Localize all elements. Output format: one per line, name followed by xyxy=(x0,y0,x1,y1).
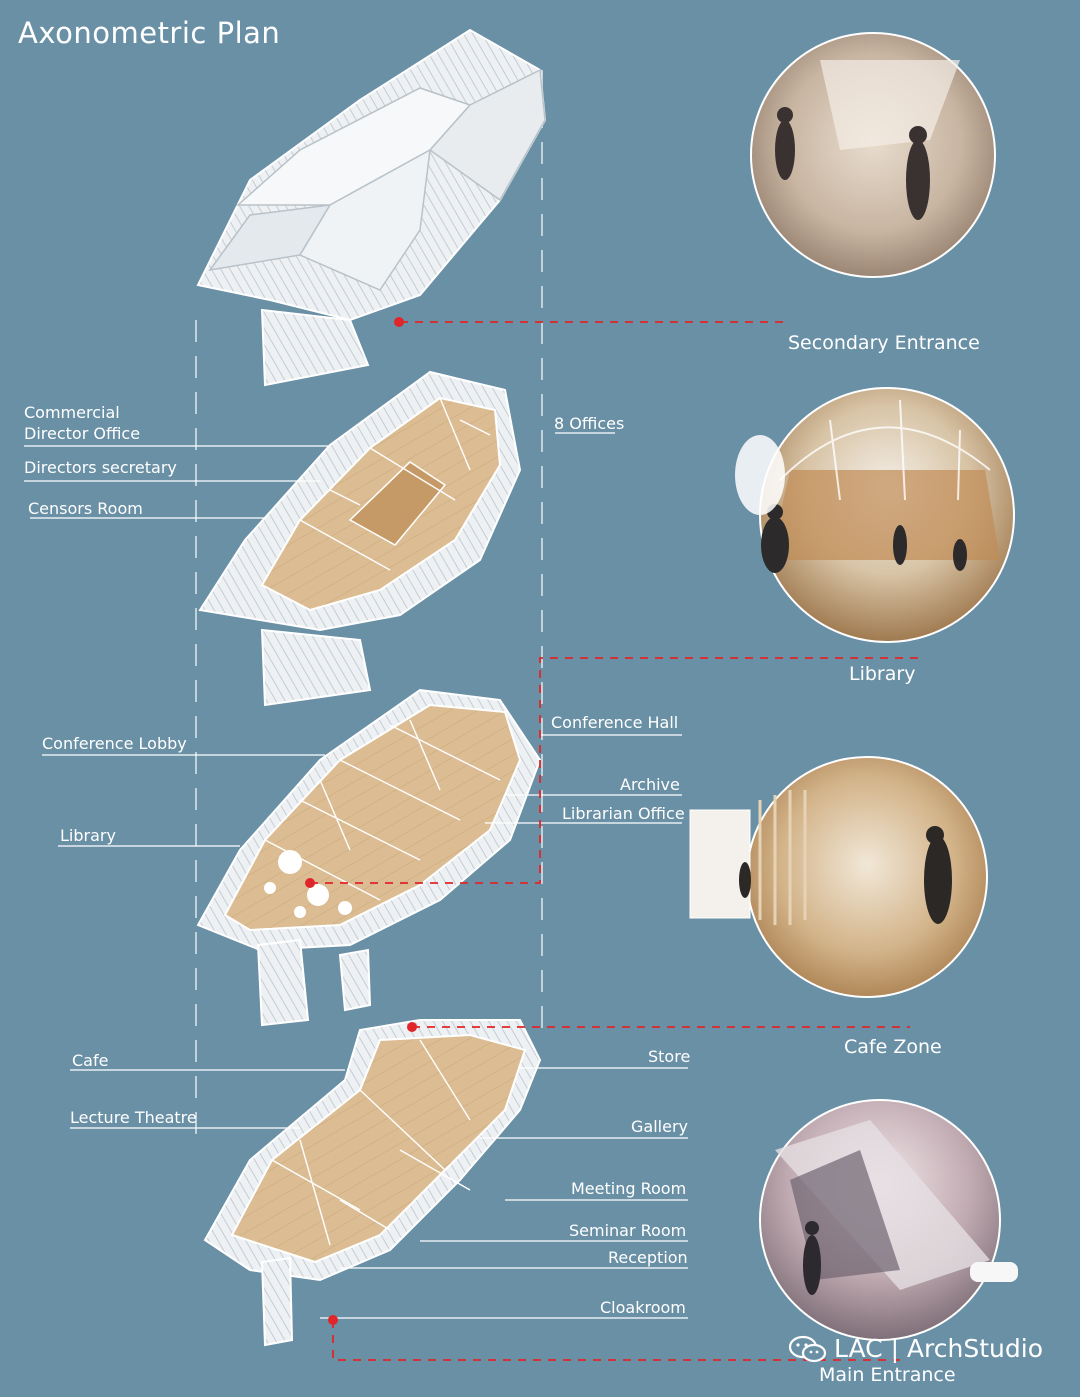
label-commercial-director-office: Commercial Director Office xyxy=(24,403,141,443)
label-store: Store xyxy=(648,1047,691,1066)
label-librarian-office: Librarian Office xyxy=(562,804,685,823)
ground-floor-model xyxy=(203,1019,542,1347)
viewpoint-markers xyxy=(305,317,417,1325)
leader-lines xyxy=(24,432,688,1319)
library-furniture xyxy=(264,850,352,918)
secondary-entrance-view xyxy=(750,32,996,278)
caption-cafe-zone: Cafe Zone xyxy=(844,1036,942,1058)
caption-secondary-entrance: Secondary Entrance xyxy=(788,332,980,354)
vertical-guides xyxy=(195,70,543,1140)
label-cloakroom: Cloakroom xyxy=(600,1298,686,1317)
third-floor-model xyxy=(198,370,522,707)
label-gallery: Gallery xyxy=(631,1117,688,1136)
label-meeting-room: Meeting Room xyxy=(571,1179,687,1198)
label-lecture-theatre: Lecture Theatre xyxy=(70,1108,197,1127)
library-view xyxy=(735,387,1015,643)
main-entrance-view xyxy=(759,1099,1018,1341)
label-conference-hall: Conference Hall xyxy=(551,713,679,732)
label-conference-lobby: Conference Lobby xyxy=(42,734,187,753)
caption-main-entrance: Main Entrance xyxy=(819,1364,956,1386)
label-directors-secretary: Directors secretary xyxy=(24,458,177,477)
caption-library: Library xyxy=(849,663,916,685)
label-seminar-room: Seminar Room xyxy=(569,1221,687,1240)
roof-level-model xyxy=(196,28,547,387)
label-cafe: Cafe xyxy=(72,1051,109,1070)
wechat-icon xyxy=(788,1335,827,1362)
label-censors-room: Censors Room xyxy=(28,499,143,518)
page-title: Axonometric Plan xyxy=(18,16,281,50)
view-lines xyxy=(310,321,925,1361)
watermark-text: LAC | ArchStudio xyxy=(834,1334,1043,1363)
cafe-zone-view xyxy=(689,756,988,998)
label-8-offices: 8 Offices xyxy=(554,414,625,433)
label-reception: Reception xyxy=(608,1248,688,1267)
label-archive: Archive xyxy=(620,775,680,794)
label-library-room: Library xyxy=(60,826,116,845)
second-floor-model xyxy=(196,688,542,1027)
watermark: LAC | ArchStudio xyxy=(788,1334,1043,1363)
